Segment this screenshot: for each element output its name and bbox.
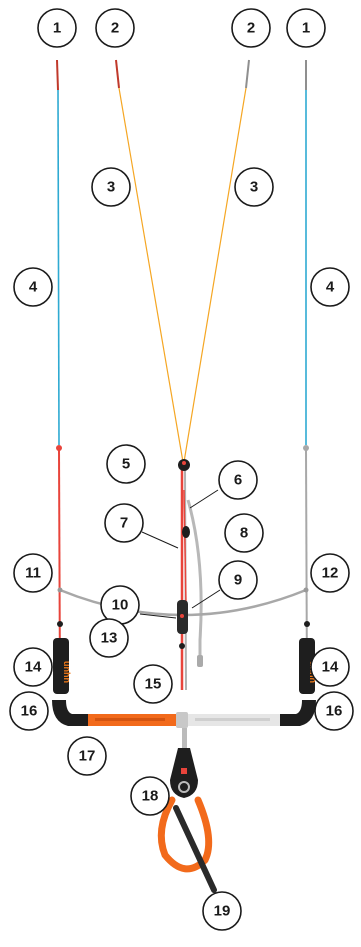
callout-17: 17 xyxy=(67,736,107,776)
callout-12: 12 xyxy=(310,553,350,593)
callout-15: 15 xyxy=(133,664,173,704)
arc-knot-left xyxy=(57,587,63,593)
bar-center xyxy=(176,712,188,728)
svg-text:6: 6 xyxy=(234,472,242,489)
chicken-loop-dot xyxy=(181,768,187,774)
center-ball-highlight xyxy=(182,461,186,465)
callout-14-left: 14 xyxy=(13,647,53,687)
callout-2-right: 2 xyxy=(231,8,271,48)
depower-line xyxy=(186,499,203,660)
chicken-loop-leash xyxy=(173,805,217,893)
svg-text:3: 3 xyxy=(107,179,115,196)
callout-19: 19 xyxy=(202,891,242,931)
center-line-red-2 xyxy=(183,489,187,606)
svg-text:18: 18 xyxy=(142,788,159,805)
svg-text:unhn: unhn xyxy=(62,661,72,683)
callout-1-left: 1 xyxy=(37,8,77,48)
svg-text:7: 7 xyxy=(120,515,128,532)
left-float: unhn xyxy=(53,638,72,694)
left-front-line-tip xyxy=(56,59,59,91)
svg-text:10: 10 xyxy=(112,597,129,614)
callout-1-right: 1 xyxy=(286,8,326,48)
svg-text:19: 19 xyxy=(214,903,231,920)
callout-5: 5 xyxy=(106,444,146,484)
svg-text:12: 12 xyxy=(322,565,339,582)
svg-text:8: 8 xyxy=(240,525,248,542)
svg-text:1: 1 xyxy=(302,20,310,37)
callout-9: 9 xyxy=(218,560,258,600)
leader-9 xyxy=(191,589,221,609)
svg-text:3: 3 xyxy=(250,179,258,196)
right-line-knot xyxy=(303,445,309,451)
arc-knot-right xyxy=(303,587,309,593)
callout-4-right: 4 xyxy=(310,267,350,307)
callout-3-left: 3 xyxy=(91,167,131,207)
svg-text:16: 16 xyxy=(326,703,343,720)
bar-right-stripe xyxy=(195,718,270,721)
center-stopper xyxy=(179,643,185,649)
left-line-knot xyxy=(56,445,62,451)
svg-text:1: 1 xyxy=(53,20,61,37)
callout-11: 11 xyxy=(13,553,53,593)
left-stopper xyxy=(57,621,63,627)
callout-6: 6 xyxy=(218,460,258,500)
leader-6 xyxy=(189,489,219,509)
left-steering-tip xyxy=(115,59,120,89)
chicken-loop-ring xyxy=(178,781,190,793)
right-stopper xyxy=(304,621,310,627)
svg-text:2: 2 xyxy=(111,20,119,37)
bar-left-stripe xyxy=(95,718,165,721)
left-steering-line xyxy=(118,87,184,463)
callout-16-left: 16 xyxy=(9,691,49,731)
callout-18: 18 xyxy=(130,776,170,816)
svg-text:5: 5 xyxy=(122,456,130,473)
bar-end-left xyxy=(52,700,90,726)
svg-text:14: 14 xyxy=(322,659,339,676)
svg-text:11: 11 xyxy=(25,565,41,582)
callout-8: 8 xyxy=(224,513,264,553)
leader-7 xyxy=(141,531,179,549)
svg-text:17: 17 xyxy=(79,748,96,765)
depower-cleat-dot xyxy=(180,614,184,618)
callout-2-left: 2 xyxy=(95,8,135,48)
svg-text:15: 15 xyxy=(145,676,162,693)
svg-text:16: 16 xyxy=(21,703,38,720)
depower-pulley xyxy=(182,526,190,538)
callout-3-right: 3 xyxy=(234,167,274,207)
leader-10 xyxy=(139,613,177,619)
callout-16-right: 16 xyxy=(314,691,354,731)
svg-text:2: 2 xyxy=(247,20,255,37)
right-steering-line xyxy=(183,87,247,463)
svg-text:4: 4 xyxy=(326,279,335,296)
callout-13: 13 xyxy=(89,618,129,658)
callout-10: 10 xyxy=(100,585,140,625)
right-steering-tip xyxy=(245,59,250,89)
svg-text:4: 4 xyxy=(29,279,38,296)
depower-handle xyxy=(197,655,203,667)
svg-text:13: 13 xyxy=(101,630,118,647)
svg-text:14: 14 xyxy=(25,659,42,676)
callout-14-right: 14 xyxy=(310,647,350,687)
bar-end-right xyxy=(278,700,316,726)
callout-7: 7 xyxy=(104,503,144,543)
svg-text:9: 9 xyxy=(234,572,242,589)
callout-4-left: 4 xyxy=(13,267,53,307)
chicken-loop-orange xyxy=(157,796,213,873)
left-front-line xyxy=(57,89,60,446)
chicken-loop-stem xyxy=(182,728,187,748)
